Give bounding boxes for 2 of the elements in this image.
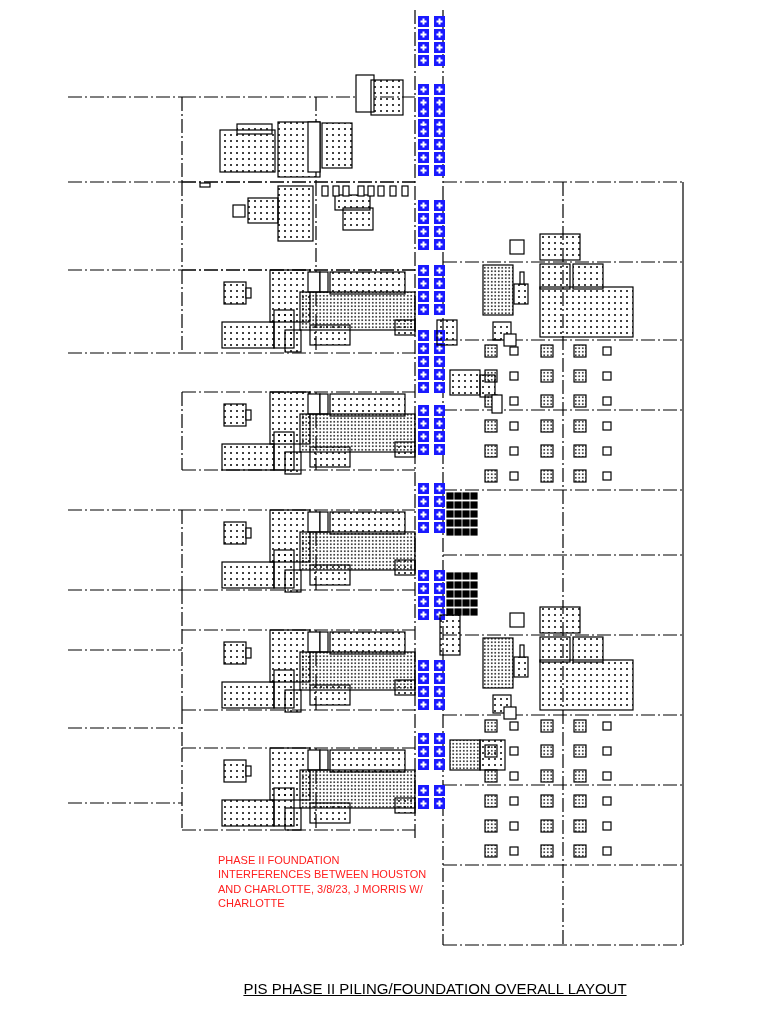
drawing-title: PIS PHASE II PILING/FOUNDATION OVERALL LAYOUT <box>242 980 628 997</box>
annotation-note: PHASE II FOUNDATION INTERFERENCES BETWEEN HOUSTON AND CHARLOTTE, 3/8/23, J MORRIS W/ CHARLOTTE <box>218 853 428 911</box>
